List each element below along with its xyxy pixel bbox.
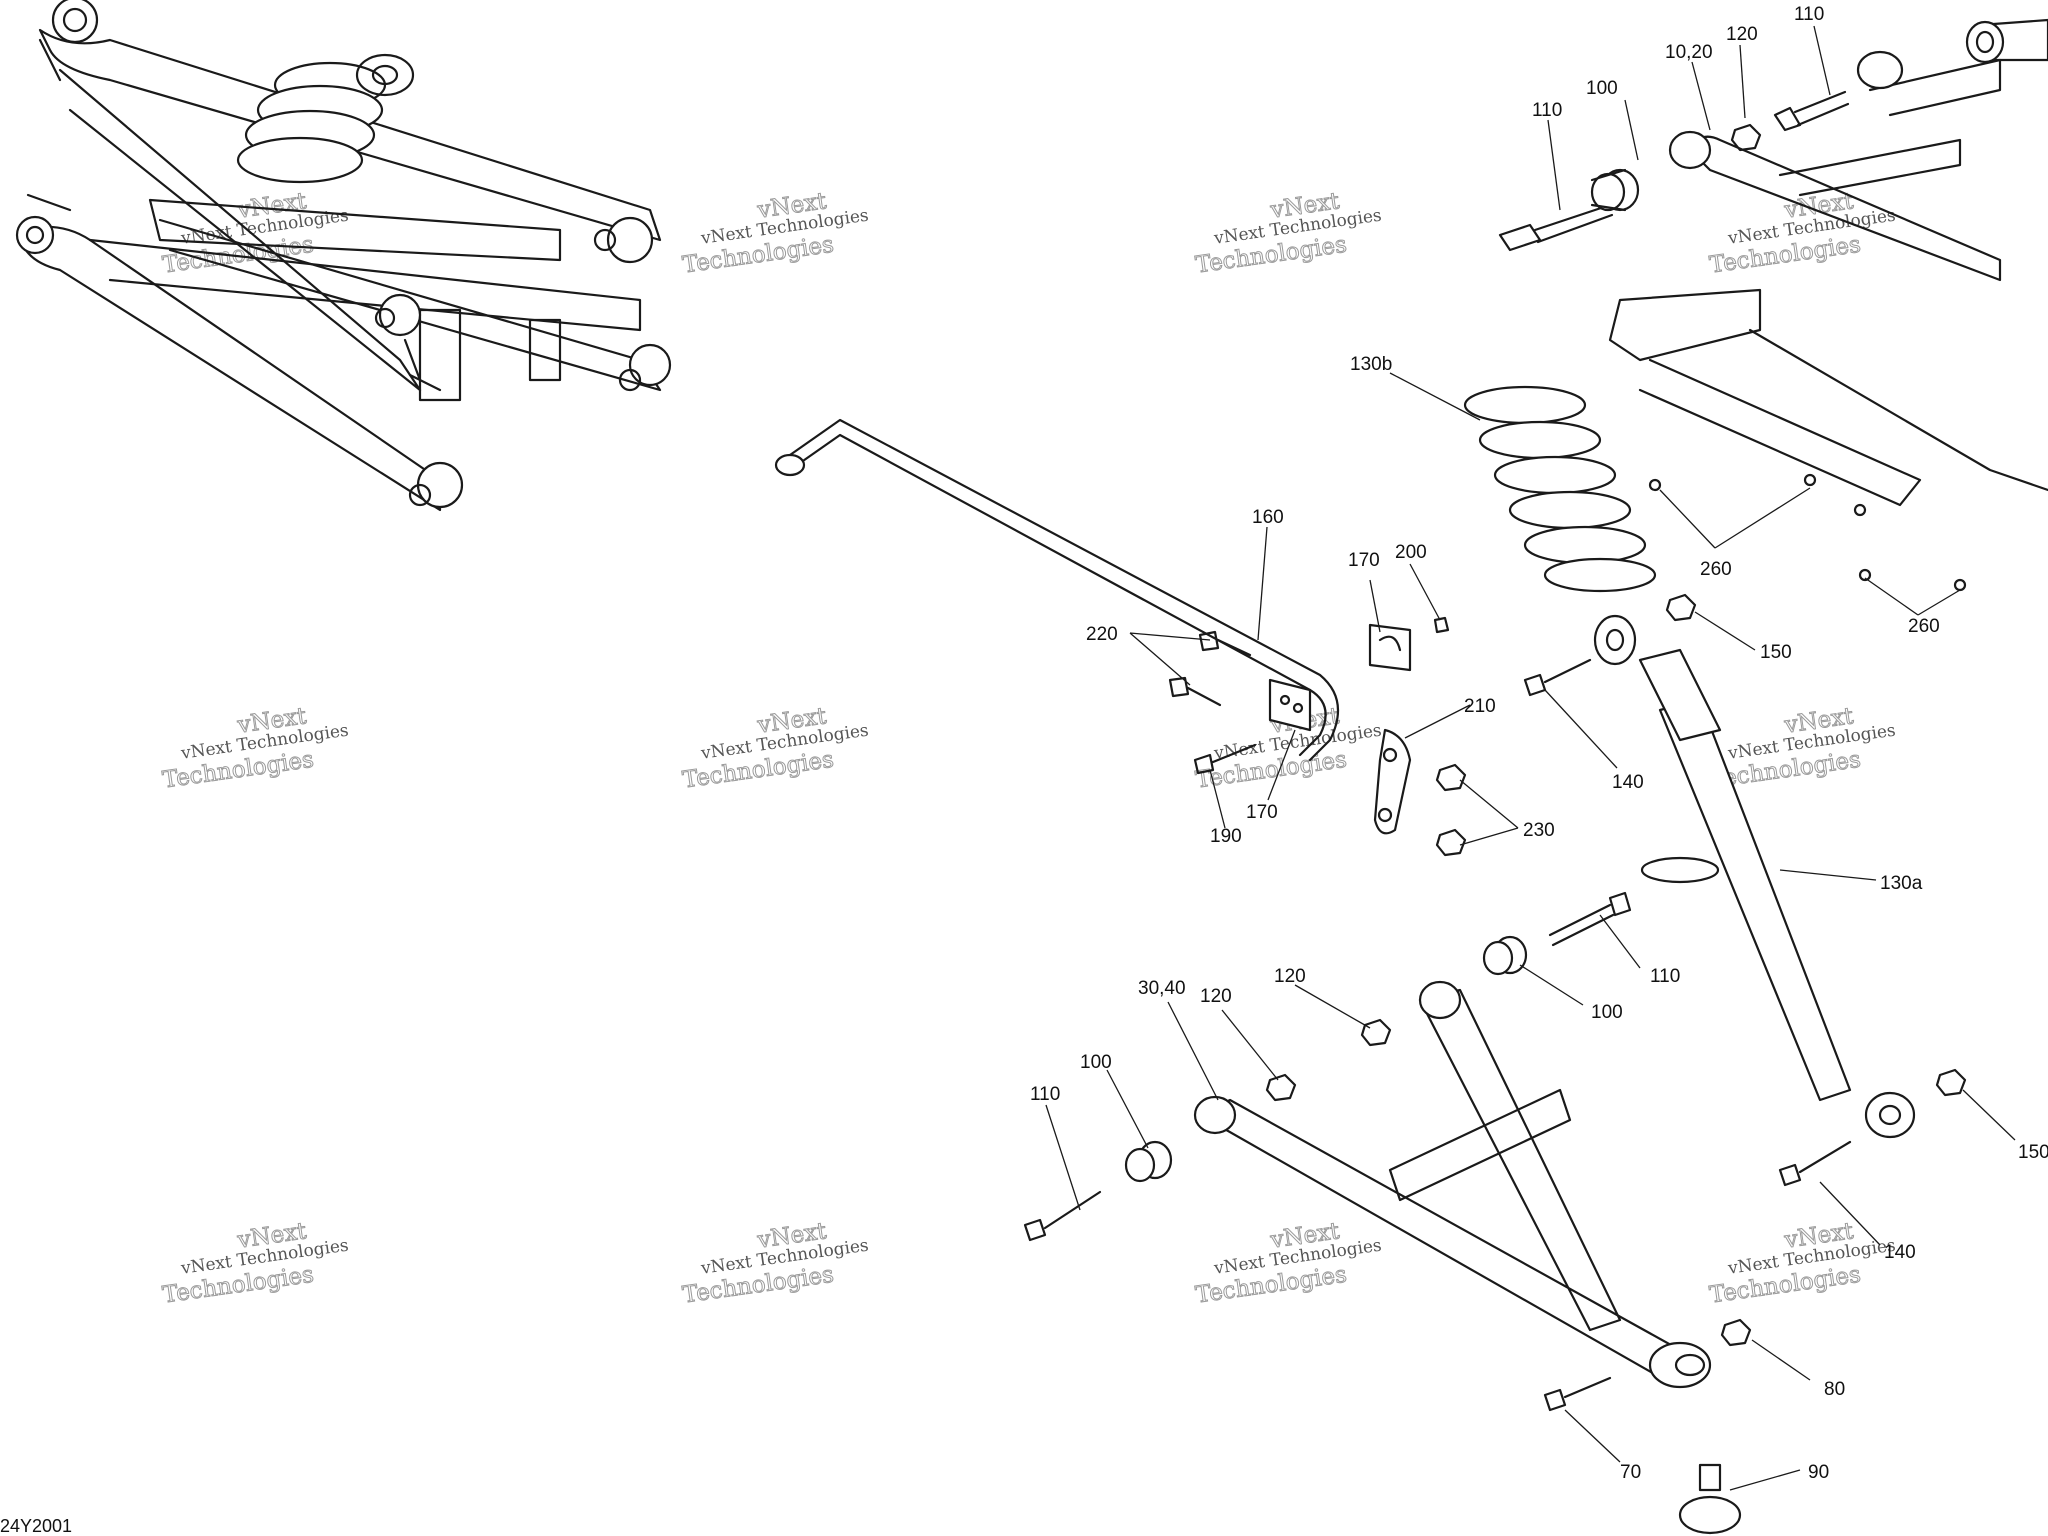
watermark-2: vNext vNext Technologies Technologies [680,188,869,279]
callout-10-20: 10,20 [1665,42,1713,63]
callout-140-b: 140 [1884,1242,1916,1263]
callout-100-mid: 100 [1591,1002,1623,1023]
clamp-170-a [1368,623,1412,672]
nut-120-mid-a [1360,1018,1392,1047]
callout-110-top-b: 110 [1794,4,1824,25]
leader-lines [1045,25,2016,1491]
callout-120-mid-a: 120 [1274,966,1306,987]
callout-140-a: 140 [1612,772,1644,793]
callout-260-a: 260 [1700,559,1732,580]
bushing-100-low [1124,1140,1173,1183]
bushing-100-top [1590,168,1640,212]
callout-220: 220 [1086,624,1118,645]
callout-120-top: 120 [1726,24,1758,45]
shock-absorber-130a [1593,614,1916,1139]
fastener-110-top-b [1773,90,1850,132]
upper-a-arm [1608,18,2048,507]
callout-labels: 110 100 10,20 120 110 130b 260 260 150 1… [1030,4,2048,1483]
ball-joint-90 [1678,1463,1742,1535]
callout-260-b: 260 [1908,616,1940,637]
nut-120-mid-b [1265,1073,1297,1102]
nut-150-a [1665,593,1697,622]
callout-120-mid-b: 120 [1200,986,1232,1007]
link-210 [1373,728,1412,835]
watermark-10: vNext vNext Technologies Technologies [680,1218,869,1309]
nuts-230 [1435,763,1467,857]
callout-110-low: 110 [1030,1084,1060,1105]
watermark-1: vNext vNext Technologies Technologies [160,188,349,279]
bolt-110-mid [1548,891,1632,947]
callout-200: 200 [1395,542,1427,563]
bolt-140-a [1523,658,1592,697]
nut-80 [1720,1318,1752,1347]
bolt-190 [1193,743,1257,775]
bolt-110-low [1023,1190,1102,1242]
callout-170-b: 170 [1246,802,1278,823]
fastener-110-top-a [1498,203,1614,252]
callout-110-top-a: 110 [1532,100,1562,121]
callout-150-b: 150 [2018,1142,2048,1163]
watermark-12: vNext vNext Technologies Technologies [1707,1218,1896,1309]
callout-170-a: 170 [1348,550,1380,571]
watermark-8: vNext vNext Technologies Technologies [1707,703,1896,794]
callout-210: 210 [1464,696,1496,717]
diagram-reference-code: 24Y2001 [0,1516,72,1536]
callout-70: 70 [1620,1462,1641,1483]
callout-130a: 130a [1880,873,1923,894]
stabilizer-bar-160 [774,418,1340,762]
callout-230: 230 [1523,820,1555,841]
watermark-5: vNext vNext Technologies Technologies [160,703,349,794]
nut-120-top [1730,123,1762,152]
callout-100-top: 100 [1586,78,1618,99]
lower-a-arm [1193,980,1712,1389]
bushing-100-mid [1482,935,1528,976]
callout-110-mid: 110 [1650,966,1680,987]
bolt-70 [1543,1376,1612,1412]
spring-130b [1463,385,1657,593]
bolts-220 [1168,630,1252,707]
watermark-grid: vNext vNext Technologies Technologies vN… [160,188,1896,1309]
callout-150-a: 150 [1760,642,1792,663]
callout-130b: 130b [1350,354,1392,375]
bolt-140-b [1778,1140,1852,1187]
callout-30-40: 30,40 [1138,978,1186,999]
nut-150-b [1935,1068,1967,1097]
callout-80: 80 [1824,1379,1845,1400]
callout-100-low: 100 [1080,1052,1112,1073]
watermark-3: vNext vNext Technologies Technologies [1193,188,1382,279]
watermark-6: vNext vNext Technologies Technologies [680,703,869,794]
bushing-170-b [1268,678,1312,732]
rivets-260 [1648,473,1967,592]
bolt-200 [1433,616,1450,634]
callout-90: 90 [1808,1462,1829,1483]
callout-190: 190 [1210,826,1242,847]
watermark-11: vNext vNext Technologies Technologies [1193,1218,1382,1309]
watermark-9: vNext vNext Technologies Technologies [160,1218,349,1309]
callout-160: 160 [1252,507,1284,528]
assembled-suspension [15,0,672,512]
